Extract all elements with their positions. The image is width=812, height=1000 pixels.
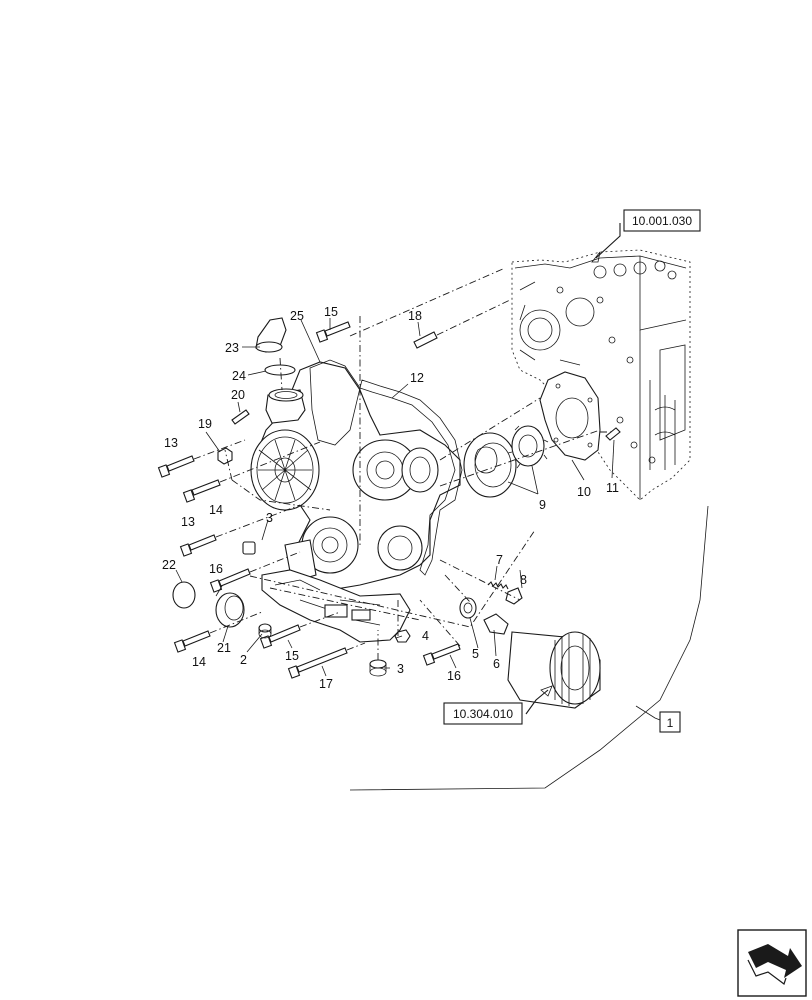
nut-19 — [217, 447, 233, 465]
callout-12: 12 — [410, 371, 424, 385]
seal-21 — [215, 592, 245, 628]
dowel-18 — [413, 331, 438, 349]
callout-22: 22 — [162, 558, 176, 572]
sensor-6 — [483, 613, 509, 635]
engine-block — [511, 249, 691, 501]
callout-21: 21 — [217, 641, 231, 655]
bolt-17 — [287, 647, 348, 679]
pump-cover — [539, 371, 601, 461]
callout-16-right: 16 — [447, 669, 461, 683]
bolt-16-right — [422, 643, 461, 666]
bolt-15-top — [315, 321, 351, 343]
callout-20: 20 — [231, 388, 245, 402]
callout-4: 4 — [422, 629, 429, 643]
callout-6: 6 — [493, 657, 500, 671]
callout-17: 17 — [319, 677, 333, 691]
bolt-14-lower — [173, 630, 211, 653]
callout-13-lower: 13 — [181, 515, 195, 529]
callout-24: 24 — [232, 369, 246, 383]
callout-19: 19 — [198, 417, 212, 431]
ref-engine-block[interactable]: 10.001.030 — [623, 209, 701, 232]
ref-engine-block-label[interactable]: 10.001.030 — [632, 214, 692, 228]
next-page-arrow-icon[interactable] — [737, 929, 807, 997]
stud-20 — [231, 409, 250, 425]
washer-5 — [459, 597, 477, 619]
callout-23: 23 — [225, 341, 239, 355]
spring-7 — [487, 581, 509, 590]
gasket-12 — [359, 379, 463, 576]
callout-11: 11 — [606, 481, 619, 495]
screw-11 — [605, 427, 621, 441]
nut-4 — [394, 629, 411, 643]
ref-oil-filter-label[interactable]: 10.304.010 — [453, 707, 513, 721]
assembly-lines — [193, 267, 612, 660]
bolt-13-lower — [179, 534, 217, 557]
callout-18: 18 — [408, 309, 422, 323]
bolt-16-left — [209, 568, 251, 593]
ref-oil-filter[interactable]: 10.304.010 — [443, 702, 523, 725]
pin-2 — [258, 623, 272, 639]
callout-14-lower: 14 — [192, 655, 206, 669]
callout-8: 8 — [520, 573, 527, 587]
dipstick-cap-23 — [255, 317, 287, 353]
callout-25: 25 — [290, 309, 304, 323]
callout-5: 5 — [472, 647, 479, 661]
callout-15-lower: 15 — [285, 649, 299, 663]
callout-10: 10 — [577, 485, 591, 499]
callout-9: 9 — [539, 498, 546, 512]
leader-lines — [175, 318, 615, 677]
ref-group[interactable]: 1 — [659, 711, 681, 733]
timing-cover — [250, 359, 461, 643]
o-ring-24 — [264, 364, 296, 376]
callout-13-upper: 13 — [164, 436, 178, 450]
callout-14-upper: 14 — [209, 503, 223, 517]
bolt-13-upper — [157, 455, 195, 478]
plug-8 — [505, 587, 523, 605]
bolt-15-lower — [259, 624, 301, 649]
callout-3-upper: 3 — [266, 511, 273, 525]
callout-2: 2 — [240, 653, 247, 667]
callout-labels: 15 25 18 23 24 12 20 19 13 14 3 13 16 22… — [162, 305, 619, 691]
oil-pump-gear — [463, 425, 549, 498]
callout-16-left: 16 — [209, 562, 223, 576]
bolt-14-upper — [182, 479, 221, 503]
plug-3-upper — [242, 541, 256, 555]
reference-leaders — [349, 223, 709, 791]
callout-3-lower: 3 — [397, 662, 404, 676]
plug-3-lower — [369, 659, 387, 677]
ref-group-label[interactable]: 1 — [667, 716, 674, 730]
callout-7: 7 — [496, 553, 503, 567]
oil-filter — [507, 631, 601, 709]
plug-22 — [172, 581, 196, 609]
callout-15-top: 15 — [324, 305, 338, 319]
